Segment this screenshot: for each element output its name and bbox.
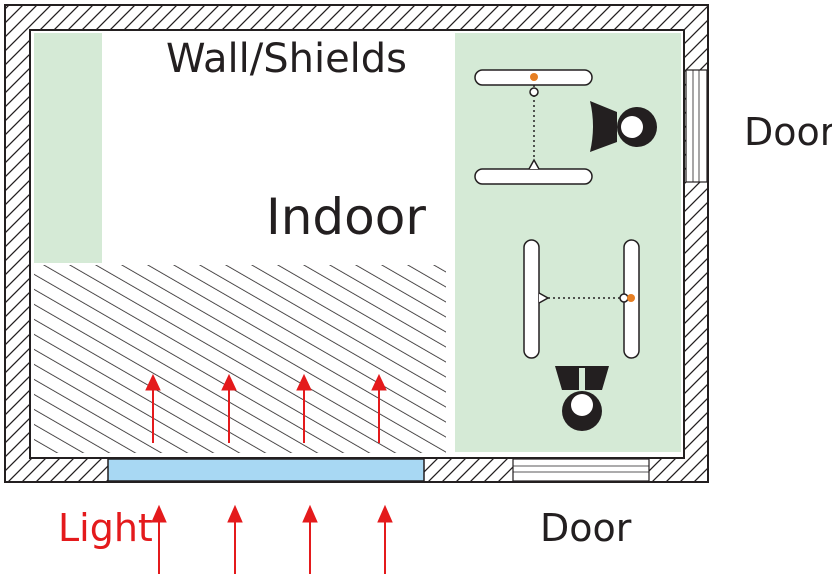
outdoor-light-arrows	[151, 504, 393, 574]
right-door-label: Door	[744, 110, 832, 154]
sunlit-area	[34, 265, 446, 453]
sensor-device-icon	[474, 69, 593, 185]
light-arrow-icon	[151, 504, 167, 574]
bottom-door-label: Door	[540, 506, 632, 550]
indoor-label: Indoor	[266, 188, 426, 246]
walls-label: Wall/Shields	[166, 36, 408, 82]
light-arrow-icon	[227, 504, 243, 574]
window	[107, 458, 425, 482]
left-green-zone	[34, 33, 102, 263]
light-arrow-icon	[377, 504, 393, 574]
sensor-device-icon	[523, 239, 640, 359]
indoor-light-arrows	[145, 373, 387, 443]
light-arrow-icon	[145, 373, 161, 443]
light-arrow-icon	[371, 373, 387, 443]
light-arrow-icon	[302, 504, 318, 574]
light-arrow-icon	[221, 373, 237, 443]
person-facing-left-icon	[590, 101, 657, 152]
right-door	[685, 69, 708, 183]
person-facing-down-icon	[555, 366, 609, 431]
bottom-door	[512, 458, 650, 482]
light-arrow-icon	[296, 373, 312, 443]
light-label: Light	[58, 506, 153, 550]
walls	[4, 4, 709, 483]
